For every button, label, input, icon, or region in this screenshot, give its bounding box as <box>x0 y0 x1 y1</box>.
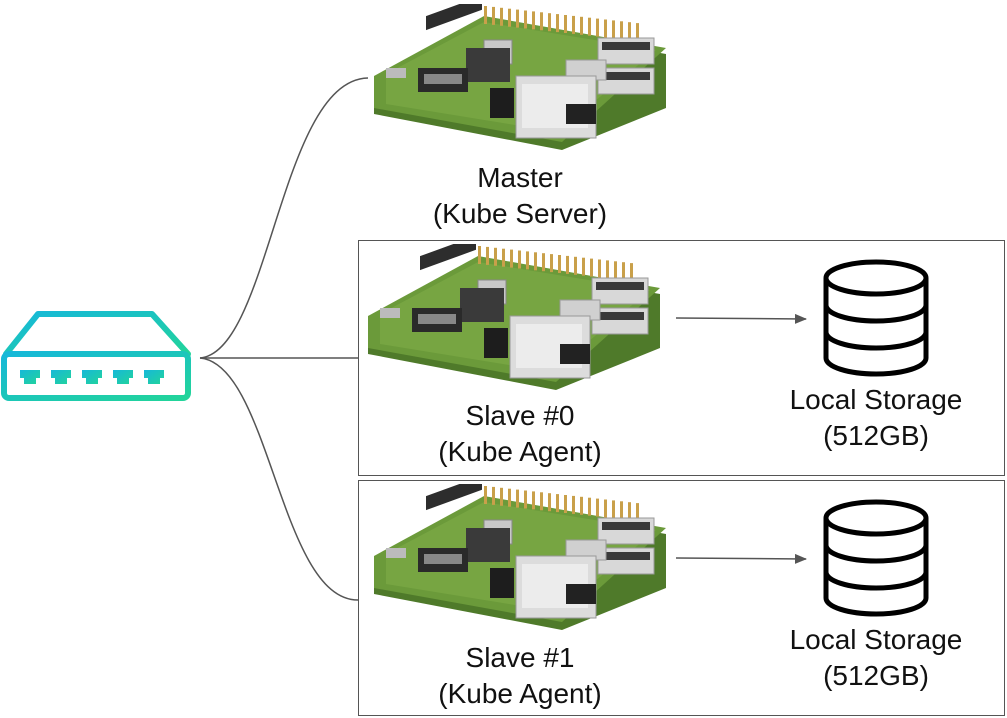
slave0-title: Slave #0 <box>465 400 575 431</box>
raspberry-pi-board-icon <box>374 4 666 150</box>
slave0-group-box <box>358 240 1005 476</box>
slave1-role: (Kube Agent) <box>438 678 602 709</box>
storage0-size: (512GB) <box>823 420 929 451</box>
link-switch-slave1 <box>199 357 359 601</box>
storage1-title: Local Storage <box>789 624 963 655</box>
raspberry-pi-board-icon <box>368 244 660 390</box>
master-role: (Kube Server) <box>432 198 608 229</box>
arrow-slave0-storage <box>675 313 807 324</box>
slave0-label: Slave #0 (Kube Agent) <box>400 398 640 470</box>
master-label: Master (Kube Server) <box>400 160 640 232</box>
storage1-size: (512GB) <box>823 660 929 691</box>
slave1-group-box <box>358 480 1005 716</box>
storage0-title: Local Storage <box>789 384 963 415</box>
database-icon <box>823 499 929 617</box>
link-switch-master <box>199 77 369 359</box>
storage1-label: Local Storage (512GB) <box>766 622 986 694</box>
raspberry-pi-board-icon <box>374 484 666 630</box>
slave1-title: Slave #1 <box>465 642 575 673</box>
slave0-role: (Kube Agent) <box>438 436 602 467</box>
network-switch-icon <box>1 311 191 401</box>
arrow-slave1-storage <box>675 553 807 564</box>
storage0-label: Local Storage (512GB) <box>766 382 986 454</box>
slave1-label: Slave #1 (Kube Agent) <box>400 640 640 712</box>
master-title: Master <box>477 162 563 193</box>
database-icon <box>823 259 929 377</box>
